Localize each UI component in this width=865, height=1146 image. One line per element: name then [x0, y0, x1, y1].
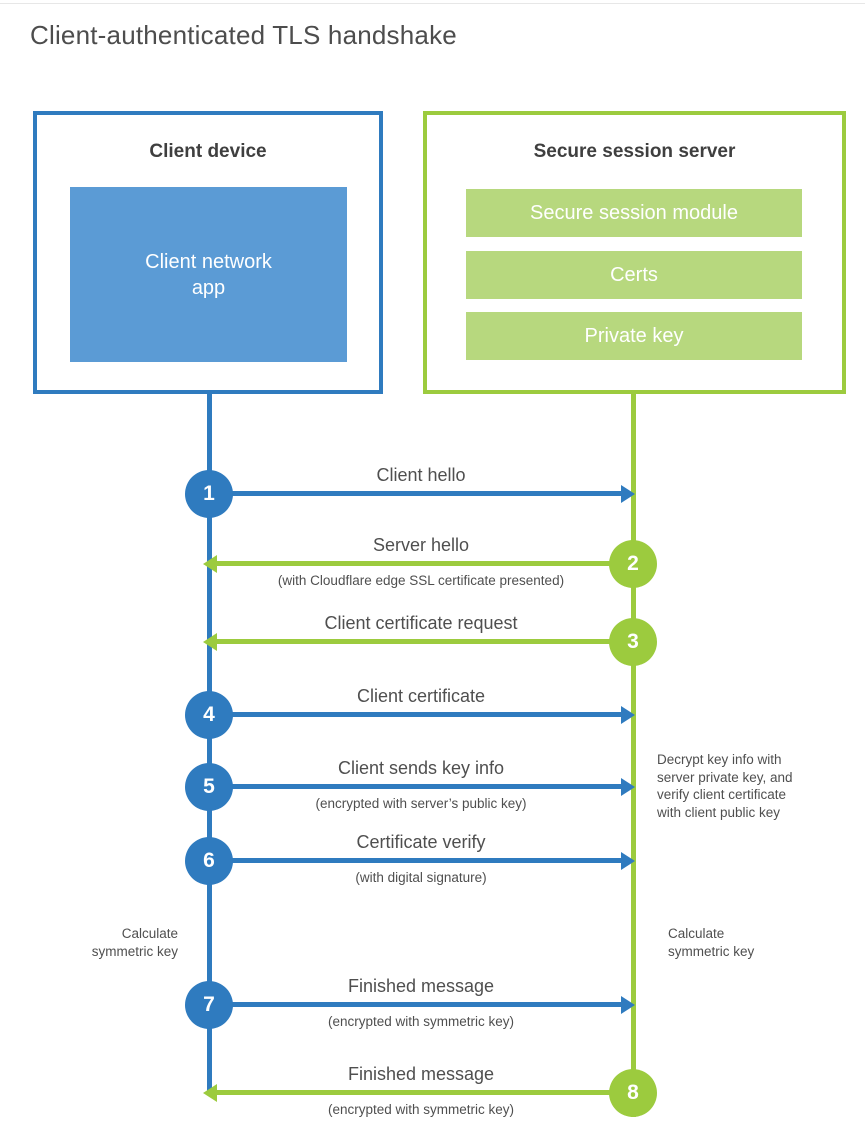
arrowhead-right-icon: [621, 706, 635, 724]
step-badge-3: 3: [609, 618, 657, 666]
message-label: Finished message: [347, 976, 495, 996]
server-lifeline: [631, 392, 636, 1117]
message-sublabel: (with Cloudflare edge SSL certificate pr…: [277, 573, 565, 588]
arrowhead-right-icon: [621, 852, 635, 870]
calculate-symmetric-key-left: Calculate symmetric key: [91, 926, 178, 959]
arrow-line: [209, 491, 623, 496]
arrow-line: [217, 639, 634, 644]
calculate-symmetric-key-right: Calculate symmetric key: [668, 926, 755, 959]
step-badge-2: 2: [609, 540, 657, 588]
message-label: Finished message: [347, 1064, 495, 1084]
message-label: Server hello: [372, 535, 470, 555]
message-label: Client certificate request: [324, 613, 518, 633]
message-sublabel: (encrypted with symmetric key): [327, 1102, 515, 1117]
arrowhead-right-icon: [621, 485, 635, 503]
step-badge-7: 7: [185, 981, 233, 1029]
arrow-line: [209, 712, 623, 717]
message-label: Client certificate: [356, 686, 486, 706]
message-label: Client sends key info: [337, 758, 505, 778]
message-sublabel: (encrypted with symmetric key): [327, 1014, 515, 1029]
step-badge-5: 5: [185, 763, 233, 811]
decrypt-note: Decrypt key info with server private key…: [657, 752, 793, 820]
page-title: Client-authenticated TLS handshake: [30, 20, 457, 50]
step-badge-6: 6: [185, 837, 233, 885]
client-network-app-box: Client network app: [70, 187, 347, 362]
step-badge-4: 4: [185, 691, 233, 739]
arrowhead-left-icon: [203, 1084, 217, 1102]
arrowhead-right-icon: [621, 778, 635, 796]
arrow-line: [217, 561, 634, 566]
client-device-title: Client device: [149, 141, 267, 162]
step-badge-1: 1: [185, 470, 233, 518]
arrowhead-left-icon: [203, 633, 217, 651]
server-module-private-key: Private key: [466, 312, 802, 360]
arrowhead-left-icon: [203, 555, 217, 573]
step-badge-8: 8: [609, 1069, 657, 1117]
message-label: Client hello: [376, 465, 466, 485]
top-divider: [0, 3, 865, 4]
client-lifeline: [207, 392, 212, 1095]
arrow-line: [209, 784, 623, 789]
message-sublabel: (with digital signature): [355, 870, 487, 885]
secure-session-server-title: Secure session server: [533, 141, 736, 162]
server-module-certs: Certs: [466, 251, 802, 299]
message-label: Certificate verify: [356, 832, 486, 852]
arrow-line: [209, 1002, 623, 1007]
arrow-line: [217, 1090, 634, 1095]
arrowhead-right-icon: [621, 996, 635, 1014]
message-sublabel: (encrypted with server’s public key): [315, 796, 527, 811]
arrow-line: [209, 858, 623, 863]
server-module-secure-session: Secure session module: [466, 189, 802, 237]
